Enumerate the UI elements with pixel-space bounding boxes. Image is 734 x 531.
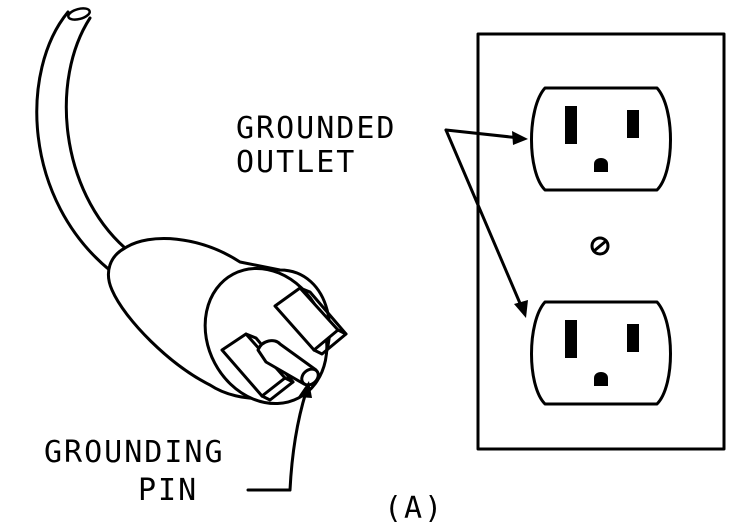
grounding-pin-label-line1: GROUNDING [44, 435, 225, 470]
lower-receptacle [530, 300, 672, 406]
power-cord [35, 7, 127, 274]
figure-tag: (A) [384, 491, 444, 526]
pin-leader-arrow [246, 381, 312, 492]
lower-slot-right [627, 324, 639, 352]
plug-prongs [220, 286, 348, 402]
grounding-pin-label-line2: PIN [138, 473, 198, 508]
grounding-pin [256, 339, 320, 387]
upper-slot-right [627, 110, 639, 138]
outlet-leader-arrows [444, 128, 528, 318]
upper-receptacle [530, 86, 672, 192]
wall-plate [476, 32, 726, 451]
upper-blade [273, 286, 348, 356]
upper-slot-left [565, 106, 577, 144]
cover-screw [590, 236, 610, 256]
grounded-outlet-label-line1: GROUNDED [236, 111, 397, 146]
lower-slot-left [565, 320, 577, 358]
grounded-outlet-label-line2: OUTLET [236, 145, 356, 180]
upper-ground-hole [594, 158, 608, 172]
lower-ground-hole [594, 372, 608, 386]
